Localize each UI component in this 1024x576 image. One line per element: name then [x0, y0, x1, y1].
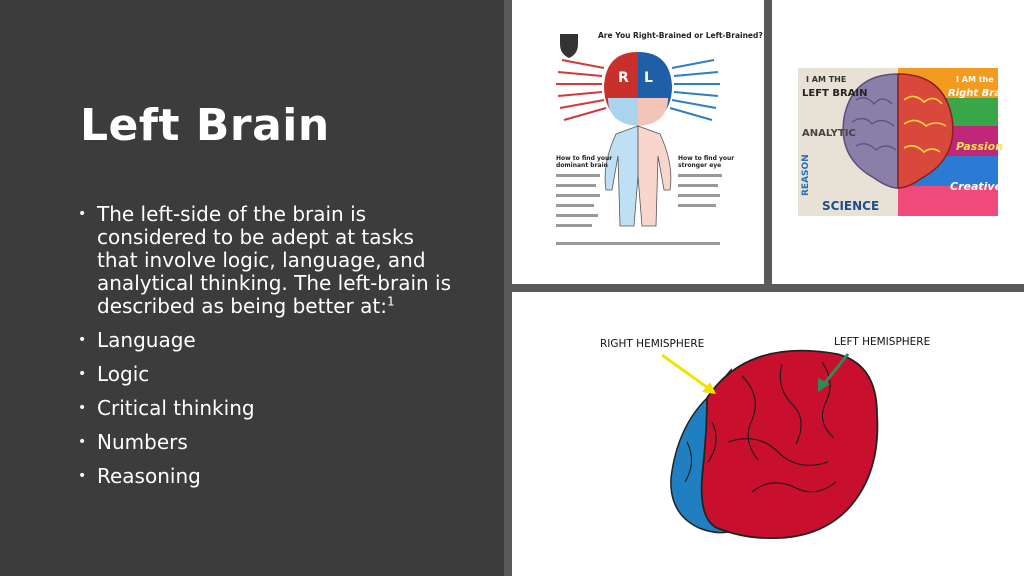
brain-dominance-poster: Are You Right-Brained or Left-Brained? R… [512, 0, 764, 284]
bullet-item: • Language [78, 329, 458, 352]
right-heading: How to find your [678, 155, 734, 162]
bullet-item: • The left-side of the brain is considere… [78, 203, 458, 318]
bullet-dot-icon: • [78, 400, 87, 416]
art-word: LEFT BRAIN [802, 88, 868, 99]
svg-text:stronger eye: stronger eye [678, 162, 721, 169]
bullet-dot-icon: • [78, 366, 87, 382]
art-word: REASON [801, 154, 811, 196]
bullet-item: • Logic [78, 363, 458, 386]
bullet-item: • Critical thinking [78, 397, 458, 420]
art-word: Right Brain! [948, 88, 1016, 99]
brain-art-illustration: I AM THE LEFT BRAIN ANALYTIC REASON SCIE… [772, 0, 1024, 284]
slide-title: Left Brain [80, 100, 330, 151]
bullet-dot-icon: • [78, 206, 87, 222]
left-heading: How to find your [556, 155, 612, 162]
text-panel: Left Brain • The left-side of the brain i… [0, 0, 504, 576]
art-word: Passion [956, 140, 1003, 153]
bullet-item: • Numbers [78, 431, 458, 454]
bullet-text: Numbers [97, 430, 188, 454]
shield-logo-icon [560, 34, 578, 58]
bullet-text: Critical thinking [97, 396, 255, 420]
bullet-text: Language [97, 328, 196, 352]
art-word: I AM THE [806, 75, 846, 84]
left-hemisphere-label: LEFT HEMISPHERE [834, 336, 930, 348]
art-word: ANALYTIC [802, 128, 856, 139]
art-word: Creative [950, 180, 1003, 193]
bullet-dot-icon: • [78, 468, 87, 484]
bullet-dot-icon: • [78, 332, 87, 348]
right-hemisphere-label: RIGHT HEMISPHERE [600, 338, 704, 350]
brain-hemispheres-image: RIGHT HEMISPHERE LEFT HEMISPHERE [512, 292, 1024, 576]
bullet-dot-icon: • [78, 434, 87, 450]
green-arrow-icon [822, 353, 850, 385]
poster-illustration: Are You Right-Brained or Left-Brained? R… [512, 0, 764, 284]
left-right-brain-artwork: I AM THE LEFT BRAIN ANALYTIC REASON SCIE… [772, 0, 1024, 284]
left-hemisphere-shape [700, 349, 879, 539]
art-word: SCIENCE [822, 199, 879, 213]
art-word: I AM the [956, 75, 994, 84]
hemispheres-illustration: RIGHT HEMISPHERE LEFT HEMISPHERE [512, 292, 1024, 576]
r-letter: R [618, 70, 629, 86]
poster-title: Are You Right-Brained or Left-Brained? [598, 31, 763, 40]
bullet-list: • The left-side of the brain is considere… [78, 203, 458, 499]
svg-text:dominant brain: dominant brain [556, 162, 608, 169]
l-letter: L [644, 70, 653, 86]
bullet-item: • Reasoning [78, 465, 458, 488]
footnote-marker: 1 [386, 294, 395, 309]
bullet-text: Logic [97, 362, 150, 386]
bullet-text: Reasoning [97, 464, 201, 488]
bullet-text: The left-side of the brain is considered… [97, 202, 452, 318]
yellow-arrow-icon [661, 353, 709, 390]
